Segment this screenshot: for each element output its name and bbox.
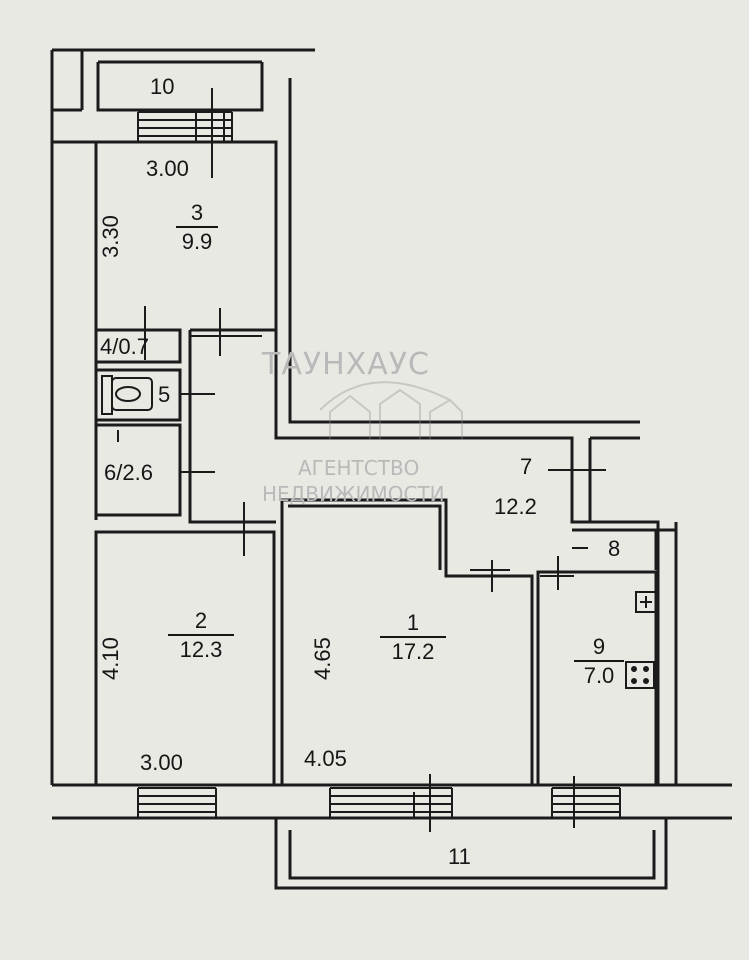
room-3-label: 3 9.9 [176, 202, 218, 253]
room-9-label: 9 7.0 [574, 636, 624, 687]
room-9-number: 9 [592, 634, 606, 659]
room-1-width-dim: 4.05 [304, 746, 347, 771]
watermark-line2: НЕДВИЖИМОСТИ [262, 482, 445, 506]
room-1-area: 17.2 [380, 636, 446, 663]
room-3-depth-dim: 3.30 [98, 215, 123, 258]
room-1-number: 1 [406, 610, 420, 635]
room-1-depth-dim: 4.65 [310, 637, 335, 680]
room-4-label: 4/0.7 [100, 334, 149, 359]
room-2-width-dim: 3.00 [140, 750, 183, 775]
room-5-number: 5 [158, 382, 171, 407]
room-2-label: 2 12.3 [168, 610, 234, 661]
watermark-brand: ТАУНХАУС [262, 347, 430, 382]
door-marks [117, 88, 606, 832]
room-7-area: 12.2 [494, 494, 537, 519]
room-2-area: 12.3 [168, 634, 234, 661]
room-3-width-dim: 3.00 [146, 156, 189, 181]
toilet-icon [101, 375, 153, 415]
stove-icon [625, 661, 655, 689]
room-11-number: 11 [448, 844, 471, 869]
room-2-depth-dim: 4.10 [98, 637, 123, 680]
room-9-area: 7.0 [574, 660, 624, 687]
sink-icon [635, 591, 657, 613]
room-6-label: 6/2.6 [104, 460, 153, 485]
room-7-number: 7 [520, 454, 533, 479]
room-8-number: 8 [608, 536, 621, 561]
windows [137, 111, 621, 818]
room-2-number: 2 [194, 608, 208, 633]
room-3-area: 9.9 [176, 226, 218, 253]
watermark-logo [319, 381, 463, 440]
room-1-label: 1 17.2 [380, 612, 446, 663]
room-3-number: 3 [190, 200, 204, 225]
watermark-line1: АГЕНТСТВО [298, 456, 420, 480]
room-10-number: 10 [150, 74, 175, 99]
